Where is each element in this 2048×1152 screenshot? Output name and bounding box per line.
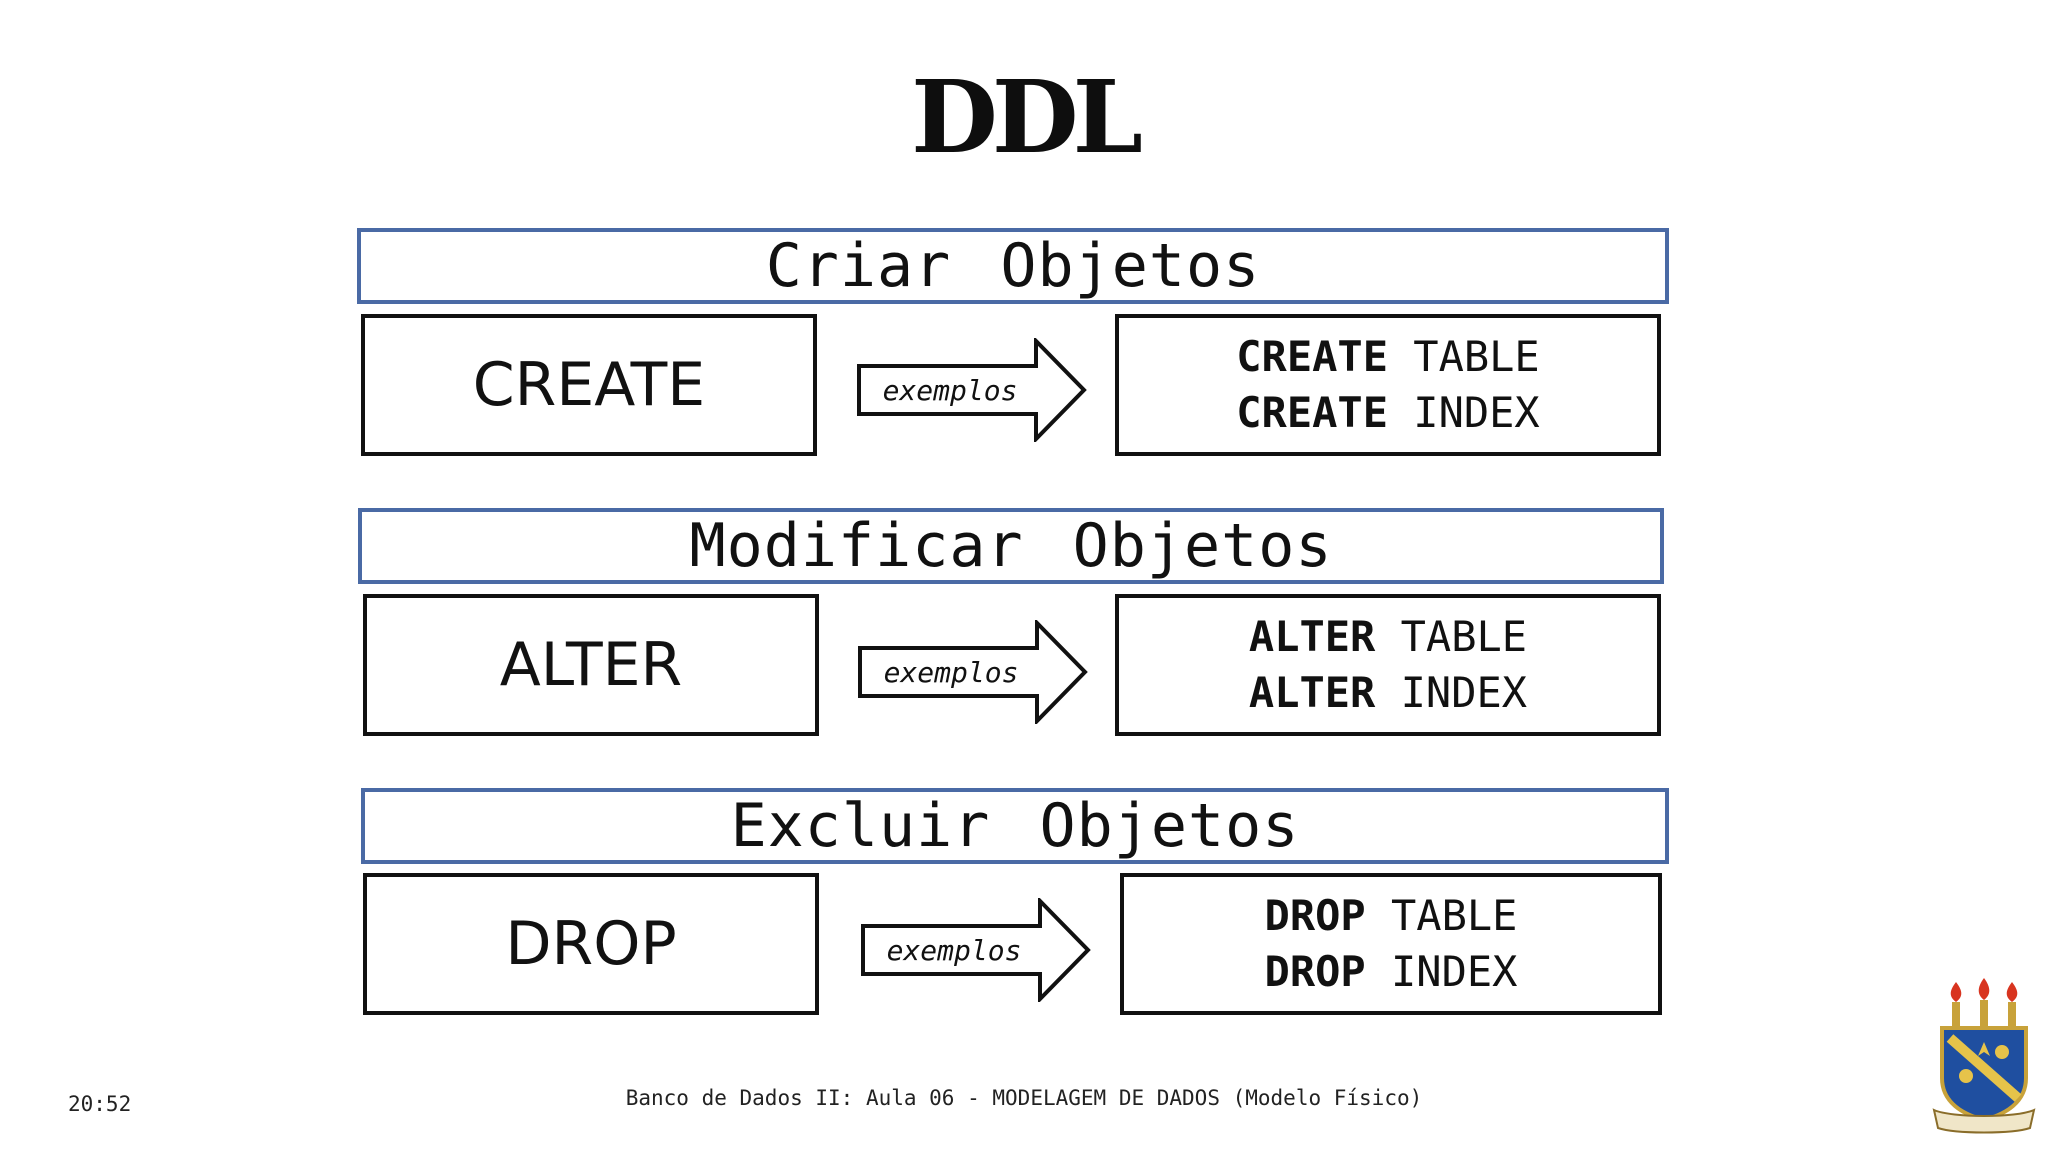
- example-object: TABLE: [1400, 612, 1528, 661]
- torch-icon: [1978, 978, 1990, 1030]
- examples-arrow-drop: exemplos: [860, 898, 1092, 1002]
- example-line: DROP TABLE: [1265, 888, 1518, 944]
- example-object: TABLE: [1413, 332, 1540, 381]
- example-object: INDEX: [1391, 947, 1518, 996]
- section-header-create: Criar Objetos: [357, 228, 1669, 304]
- footer-caption: Banco de Dados II: Aula 06 - MODELAGEM D…: [625, 1086, 1423, 1110]
- section-header-drop: Excluir Objetos: [361, 788, 1669, 864]
- examples-arrow-create: exemplos: [856, 338, 1088, 442]
- arrow-label: exemplos: [886, 933, 1022, 967]
- command-box-alter: ALTER: [363, 594, 819, 736]
- example-line: CREATE TABLE: [1236, 329, 1539, 385]
- example-keyword: DROP: [1264, 891, 1366, 940]
- examples-box-drop: DROP TABLE DROP INDEX: [1120, 873, 1662, 1015]
- example-object: TABLE: [1391, 891, 1518, 940]
- example-keyword: CREATE: [1236, 388, 1388, 437]
- university-crest-icon: [1932, 978, 2036, 1134]
- arrow-label: exemplos: [883, 655, 1019, 689]
- examples-box-create: CREATE TABLE CREATE INDEX: [1115, 314, 1661, 456]
- example-object: INDEX: [1400, 668, 1528, 717]
- example-line: ALTER INDEX: [1249, 665, 1527, 721]
- right-arrow-icon: [858, 620, 1088, 724]
- examples-box-alter: ALTER TABLE ALTER INDEX: [1115, 594, 1661, 736]
- command-box-drop: DROP: [363, 873, 819, 1015]
- section-header-alter: Modificar Objetos: [358, 508, 1664, 584]
- example-line: CREATE INDEX: [1236, 385, 1539, 441]
- command-box-create: CREATE: [361, 314, 817, 456]
- right-arrow-icon: [857, 338, 1087, 442]
- example-keyword: ALTER: [1248, 668, 1376, 717]
- arrow-label: exemplos: [882, 373, 1018, 407]
- torch-icon: [1950, 982, 1962, 1030]
- footer-time: 20:52: [68, 1092, 132, 1116]
- example-keyword: CREATE: [1236, 332, 1388, 381]
- examples-arrow-alter: exemplos: [857, 620, 1089, 724]
- example-line: ALTER TABLE: [1249, 609, 1527, 665]
- slide-title: DDL: [911, 58, 1143, 176]
- right-arrow-icon: [861, 898, 1091, 1002]
- torch-icon: [2006, 982, 2018, 1030]
- example-keyword: DROP: [1264, 947, 1366, 996]
- example-object: INDEX: [1413, 388, 1540, 437]
- example-line: DROP INDEX: [1265, 944, 1518, 1000]
- example-keyword: ALTER: [1248, 612, 1376, 661]
